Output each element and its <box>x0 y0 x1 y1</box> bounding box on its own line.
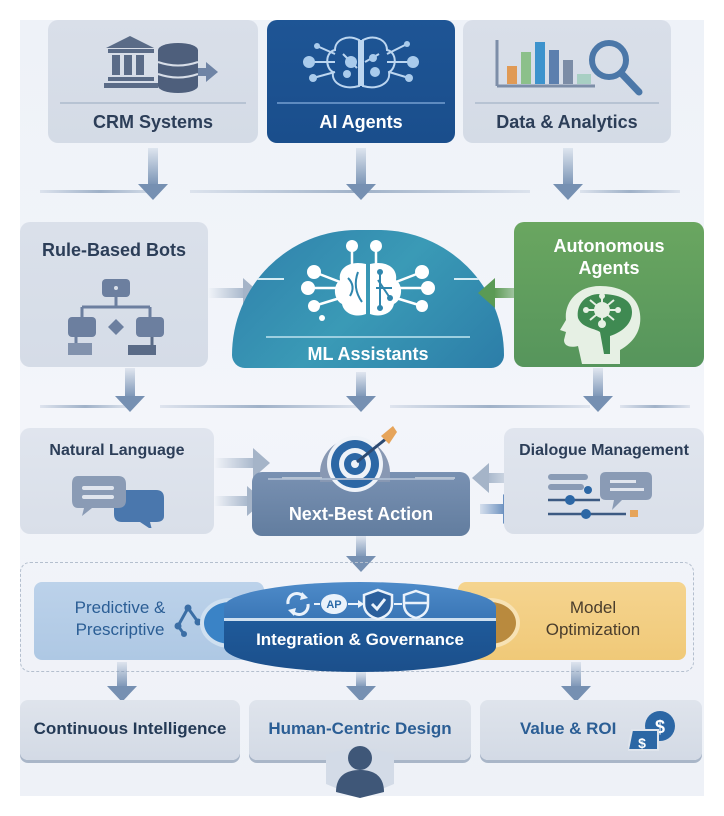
flow-arrow-down <box>583 368 613 412</box>
divider <box>266 336 470 338</box>
nodes-icon <box>174 604 202 637</box>
flow-arrow-down <box>346 536 376 572</box>
incoming-line <box>454 278 494 280</box>
shield-icon <box>402 589 430 620</box>
ai-agents-card[interactable]: AI Agents <box>267 20 455 143</box>
incoming-line <box>244 278 284 280</box>
integration-icons: AP <box>286 588 430 620</box>
person-icon <box>326 746 394 798</box>
divider <box>268 478 454 480</box>
cloud-ap-icon <box>321 594 347 614</box>
rule-based-bots-card[interactable]: Rule-Based Bots <box>20 222 208 367</box>
dialogue-management-label: Dialogue Management <box>519 442 689 459</box>
flow-arrow-down <box>561 662 591 702</box>
disc-top-edge <box>224 618 496 621</box>
connector-line <box>620 405 690 408</box>
crm-systems-label: CRM Systems <box>92 112 214 132</box>
human-centric-design-label: Human-Centric Design <box>268 719 452 738</box>
predictive-label-line1: Predictive & <box>74 598 166 617</box>
sliders-chat-icon <box>548 472 652 519</box>
ml-assistants-label: ML Assistants <box>307 344 429 364</box>
data-analytics-label: Data & Analytics <box>496 112 638 132</box>
flow-arrow-down <box>553 148 583 200</box>
natural-language-card[interactable]: Natural Language <box>20 428 214 534</box>
connector-line <box>40 190 160 193</box>
flow-arrow-down <box>107 662 137 702</box>
head-brain-icon <box>560 286 641 364</box>
svg-text:AP: AP <box>326 599 341 611</box>
brain-network-icon <box>303 36 419 89</box>
ai-agents-label: AI Agents <box>319 112 403 132</box>
connector-line <box>40 405 130 408</box>
connector-line <box>415 477 455 479</box>
connector-line <box>580 190 680 193</box>
ml-assistants-card[interactable]: ML Assistants <box>232 230 504 368</box>
connector-line <box>160 405 360 408</box>
value-roi-card[interactable]: Value & ROI $ $ <box>480 700 702 760</box>
shield-check-icon <box>362 588 394 620</box>
crm-systems-card[interactable]: CRM Systems <box>48 20 258 143</box>
brain-network-icon <box>301 240 435 321</box>
dialogue-management-card[interactable]: Dialogue Management <box>504 428 704 534</box>
divider <box>60 102 246 104</box>
natural-language-label: Natural Language <box>49 442 185 459</box>
divider <box>475 102 659 104</box>
svg-text:$: $ <box>655 717 665 737</box>
connector-line <box>282 477 322 479</box>
model-optimization-label-line1: Model <box>569 598 617 617</box>
continuous-intelligence-label: Continuous Intelligence <box>33 719 227 738</box>
rule-based-bots-label: Rule-Based Bots <box>41 240 187 260</box>
connector-line <box>390 405 590 408</box>
value-roi-label: Value & ROI <box>520 719 617 738</box>
integration-governance-card[interactable]: AP Integration & Governance <box>224 582 496 672</box>
svg-text:$: $ <box>638 735 646 751</box>
bar-chart-magnifier-icon <box>495 40 643 96</box>
autonomous-agents-card[interactable]: Autonomous Agents <box>514 222 704 367</box>
autonomous-agents-label-line2: Agents <box>578 258 640 278</box>
predictive-label-line2: Prescriptive <box>75 620 165 639</box>
diagram-canvas: CRM Systems AI Agent <box>20 20 704 798</box>
dollar-cash-icon: $ $ <box>628 711 675 751</box>
flow-arrow-down <box>346 148 376 200</box>
bank-database-icon <box>104 36 218 93</box>
integration-governance-label: Integration & Governance <box>256 630 464 649</box>
flowchart-icon <box>68 279 164 355</box>
continuous-intelligence-card[interactable]: Continuous Intelligence <box>20 700 240 760</box>
chat-bubbles-icon <box>72 476 164 528</box>
flow-arrow-down <box>346 672 376 702</box>
flow-arrow-down <box>115 368 145 412</box>
flow-arrow-down <box>346 372 376 412</box>
model-optimization-label-line2: Optimization <box>545 620 641 639</box>
flow-arrow-right <box>214 448 270 478</box>
data-analytics-card[interactable]: Data & Analytics <box>463 20 671 143</box>
divider <box>277 102 445 104</box>
autonomous-agents-label-line1: Autonomous <box>553 236 665 256</box>
flow-arrow-down <box>138 148 168 200</box>
next-best-action-body: Next-Best Action <box>252 472 470 536</box>
next-best-action-label: Next-Best Action <box>288 504 434 524</box>
